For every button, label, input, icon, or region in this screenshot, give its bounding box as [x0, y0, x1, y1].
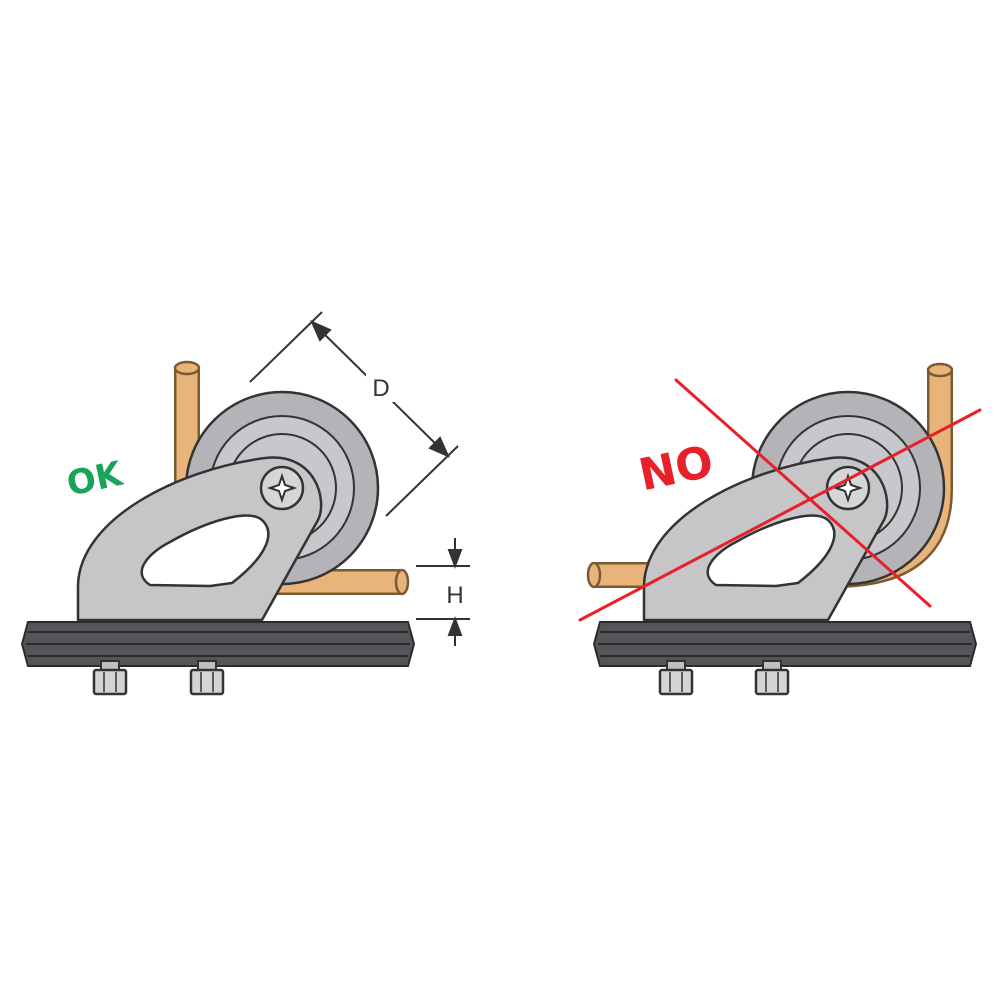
no-label: NO: [635, 436, 718, 501]
dim-d-label: D: [372, 375, 389, 402]
rail-no: [592, 621, 978, 667]
dimension-h: [416, 538, 470, 646]
cross-out-mark: [578, 378, 982, 622]
dim-h-label: H: [446, 582, 463, 609]
rail-ok: [20, 621, 416, 667]
dim-d-mask: [366, 372, 396, 402]
bracket-no: [642, 456, 889, 622]
ok-label: OK: [63, 454, 127, 505]
no-assembly: NO: [578, 362, 982, 696]
bracket-ok: [76, 456, 323, 622]
phillips-screw-icon: [259, 465, 305, 511]
ok-assembly: D H OK: [20, 311, 470, 696]
